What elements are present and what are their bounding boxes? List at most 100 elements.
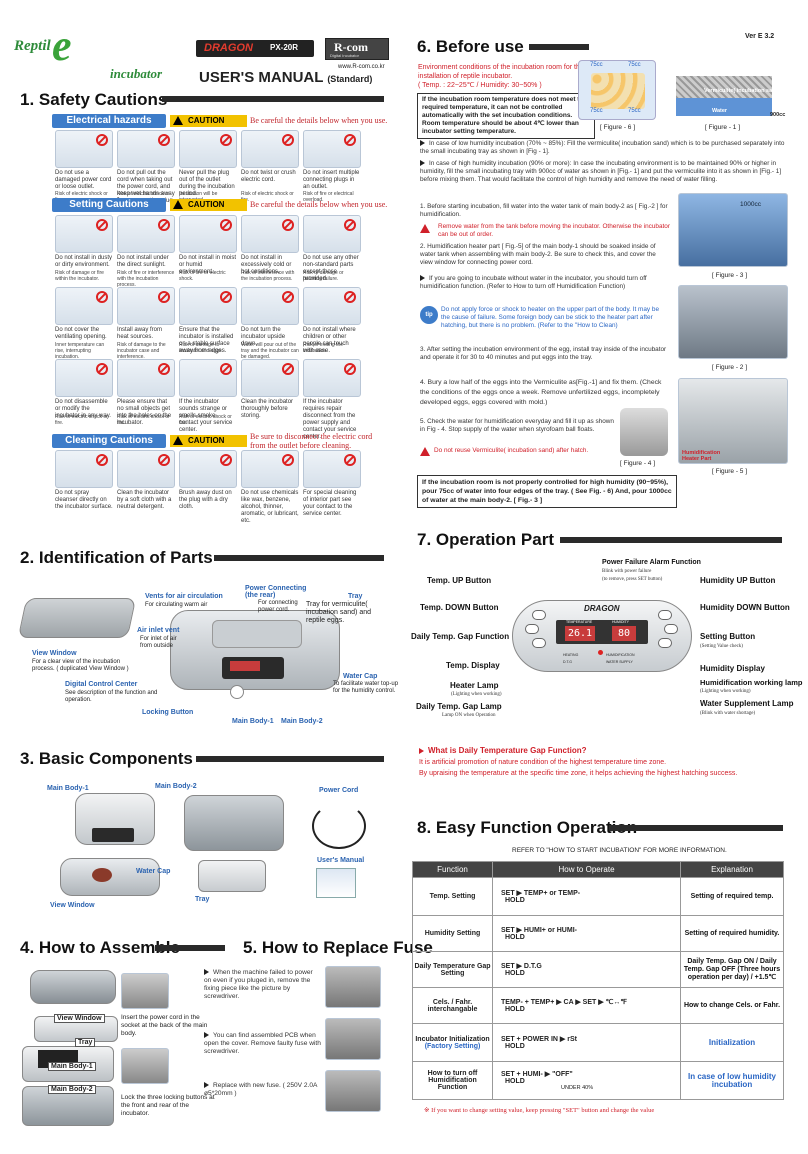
hold-label: HOLD: [505, 1006, 525, 1013]
setting-caution-note: Be careful the details below when you us…: [250, 200, 388, 209]
caution-illustration: [303, 359, 361, 397]
prohibited-icon: [96, 454, 108, 466]
logo-incubator-text: incubator: [110, 66, 163, 81]
table-row: How to turn off Humidification Function S…: [412, 1061, 784, 1100]
operate-cell: SET ▶ TEMP+ or TEMP-HOLD: [492, 877, 681, 916]
under-label: UNDER 40%: [561, 1085, 594, 1091]
figure-5-label: Humidification Heater Part: [682, 450, 721, 462]
arrow-right-icon: [420, 275, 425, 282]
figure-2-photo: [678, 285, 788, 359]
figure-6-illustration: [578, 60, 656, 120]
figure-4-caption: [ Figure - 4 ]: [620, 460, 656, 467]
caution-illustration: [117, 287, 175, 325]
caution-text: Ensure that the incubator is installed o…: [179, 327, 234, 354]
function-cell: How to turn off Humidification Function: [412, 1061, 493, 1100]
temp-up-label: Temp. UP Button: [427, 576, 492, 585]
figure-1-label: 900cc: [770, 112, 786, 118]
caution-illustration: [55, 359, 113, 397]
prohibited-icon: [344, 454, 356, 466]
fuse-step1-text: When the machine failed to power on even…: [204, 969, 313, 1000]
model-name: PX-20R: [270, 43, 299, 52]
caution-illustration: [241, 450, 299, 488]
power-fail-sub-2: (to remove, press SET button): [602, 577, 663, 582]
explanation-cell: How to change Cels. or Fahr.: [680, 987, 784, 1024]
prohibited-icon: [282, 291, 294, 303]
caution-risk: Risk of fire or electric shock.: [179, 270, 226, 282]
panel-brand: DRAGON: [584, 604, 620, 613]
locking-button-photo: [121, 1048, 169, 1084]
prohibited-icon: [158, 291, 170, 303]
easy-title: 8. Easy Function Operation: [417, 818, 638, 837]
explanation-cell: Setting of required humidity.: [680, 915, 784, 952]
prohibited-icon: [158, 219, 170, 231]
caution-illustration: [55, 450, 113, 488]
power-connect-label: Power Connecting (the rear): [245, 585, 307, 599]
no-water-note: If you are going to incubate without wat…: [420, 275, 670, 291]
caution-text: CAUTION: [188, 200, 225, 209]
caution-risk: Risk of electric shock or fire.: [179, 414, 232, 426]
prohibited-icon: [220, 291, 232, 303]
basic-power-cord-label: Power Cord: [319, 787, 359, 794]
arrow-right-icon: [204, 1082, 209, 1089]
hum-down-button[interactable]: [664, 624, 678, 634]
caution-text: Do not twist or crush electric cord.: [241, 170, 296, 183]
version-text: Ver E 3.2: [745, 33, 775, 40]
operate-sequence: SET + HUMI- ▶ "OFF": [501, 1071, 573, 1078]
safety-title: 1. Safety Cautions: [20, 90, 168, 109]
figure-6-volume: 75cc: [628, 62, 641, 68]
fuse-title: 5. How to Replace Fuse: [243, 938, 433, 957]
caution-illustration: [55, 215, 113, 253]
tray-illustration: [198, 860, 266, 892]
figure-1-label: Water: [712, 108, 728, 114]
assemble-step2: Lock the three locking buttons at the fr…: [121, 1094, 215, 1117]
power-fail-label: Power Failure Alarm Function: [602, 559, 701, 566]
fuse-step1: When the machine failed to power on even…: [204, 969, 319, 1001]
main-body-1-label: Main Body-1: [232, 718, 274, 725]
company-sub: Digital Incubator: [330, 53, 359, 58]
caution-text: Do not insert multiple connecting plugs …: [303, 170, 360, 190]
temp-down-button[interactable]: [525, 624, 539, 634]
caution-illustration: [241, 130, 299, 168]
temp-up-button[interactable]: [532, 610, 546, 620]
function-name: Temp. Setting: [429, 893, 476, 900]
caution-illustration: [241, 359, 299, 397]
before-title-bar: [529, 44, 589, 50]
prohibited-icon: [282, 219, 294, 231]
explanation-cell: Setting of required temp.: [680, 877, 784, 916]
caution-text: Do not use chemicals like wax, benzene, …: [241, 490, 299, 524]
locking-button-label: Locking Button: [142, 709, 194, 716]
set-button[interactable]: [658, 638, 672, 648]
figure-1-illustration: [676, 72, 776, 118]
step-4: 4. Bury a low half of the eggs into the …: [420, 379, 662, 406]
basic-main-body-1-label: Main Body-1: [47, 785, 89, 792]
tip-badge: tip: [420, 306, 438, 324]
prohibited-icon: [344, 291, 356, 303]
heater-lamp-label: Heater Lamp: [450, 681, 499, 690]
no-water-text: If you are going to incubate without wat…: [420, 275, 647, 290]
prohibited-icon: [344, 219, 356, 231]
operate-sequence: SET ▶ HUMI+ or HUMI-: [501, 927, 577, 934]
main-body-1-panel: [92, 828, 134, 842]
dtg-button[interactable]: [532, 638, 546, 648]
room-temp-warning: If the incubation room temperature does …: [417, 93, 595, 139]
high-humidity-box: If the incubation room is not properly c…: [417, 475, 677, 508]
prohibited-icon: [96, 291, 108, 303]
basic-tray-label: Tray: [195, 896, 210, 903]
hum-up-button[interactable]: [658, 610, 672, 620]
prohibited-icon: [282, 454, 294, 466]
company-logo: R-com Digital Incubator: [325, 38, 389, 60]
prohibited-icon: [344, 134, 356, 146]
high-humidity-note: In case of high humidity incubation (90%…: [420, 160, 792, 184]
figure-3-volume: 1000cc: [740, 201, 761, 208]
fuse-photo-1: [325, 966, 381, 1008]
function-header: Function: [412, 861, 493, 878]
arrow-right-icon: [420, 160, 425, 167]
function-sub: (Factory Setting): [424, 1042, 481, 1050]
caution-risk: Risk of electric shock or fire.: [55, 414, 108, 426]
assemble-title: 4. How to Assemble: [20, 938, 180, 957]
function-cell: Temp. Setting: [412, 877, 493, 916]
water-lamp-sub: (Blink with water shortage): [700, 711, 756, 716]
caution-illustration: [241, 287, 299, 325]
warning-icon: [420, 224, 430, 233]
